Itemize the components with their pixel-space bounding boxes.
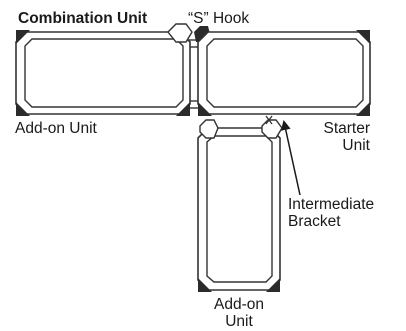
corner-cap xyxy=(266,278,280,292)
corner-cap xyxy=(16,30,30,44)
add-on-unit-bottom-frame xyxy=(197,127,281,292)
corner-cap xyxy=(16,102,30,116)
combination-unit-frame xyxy=(15,30,191,116)
add-on-unit-bottom-label: Add-on Unit xyxy=(204,296,274,330)
corner-cap xyxy=(198,278,212,292)
add-on-unit-left-label: Add-on Unit xyxy=(15,120,97,137)
combination-unit-label: Combination Unit xyxy=(18,10,148,27)
starter-unit-leader-arrow xyxy=(280,120,301,196)
starter-unit-frame xyxy=(197,30,371,116)
intermediate-bracket-label: Intermediate Bracket xyxy=(288,196,374,230)
starter-unit-label: Starter Unit xyxy=(310,120,370,154)
add-on-unit-bottom-label-line2: Unit xyxy=(225,313,253,330)
corner-cap xyxy=(198,102,212,116)
intermediate-bracket-right xyxy=(261,115,283,139)
intermediate-bracket-label-line2: Bracket xyxy=(288,213,341,230)
s-hook-label: “S” Hook xyxy=(188,10,250,27)
corner-cap xyxy=(356,30,370,44)
corner-cap xyxy=(356,102,370,116)
add-on-unit-bottom-label-line1: Add-on xyxy=(214,296,264,313)
starter-unit-label-line1: Starter xyxy=(323,120,370,137)
intermediate-bracket-label-line1: Intermediate xyxy=(288,196,375,213)
starter-unit-label-line2: Unit xyxy=(342,137,370,154)
intermediate-bracket-left xyxy=(199,119,219,139)
corner-cap xyxy=(176,102,190,116)
